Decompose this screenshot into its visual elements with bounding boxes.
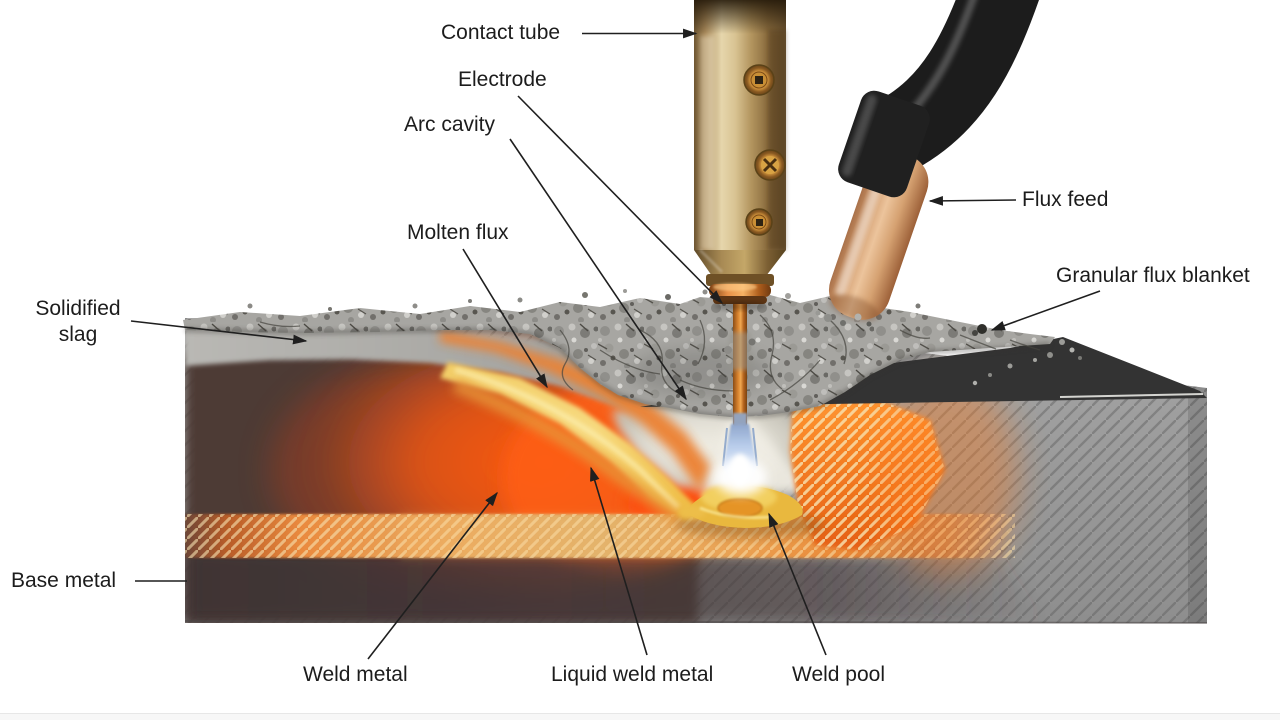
hot-slag-band (440, 330, 710, 492)
label-flux-feed: Flux feed (1022, 188, 1109, 211)
contact-tube-graphic (694, 0, 786, 310)
label-weld-metal: Weld metal (303, 663, 408, 686)
molten-flux-leader (462, 248, 548, 389)
flux-specks-front (815, 310, 872, 327)
torch-screws (743, 64, 786, 236)
weld-pool-leader (768, 512, 827, 656)
flux-feed-tube-graphic (815, 0, 1039, 327)
label-granular-flux-blanket: Granular flux blanket (1056, 264, 1250, 287)
arc-flame (715, 424, 767, 495)
label-molten-flux: Molten flux (407, 221, 509, 244)
granular-flux-leader (990, 290, 1101, 331)
label-solidified-slag: Solidified slag (35, 297, 121, 347)
liquid-weld-metal-leader (590, 466, 648, 656)
weld-metal-leader (367, 491, 498, 660)
electrode-leader (517, 95, 724, 305)
label-base-metal: Base metal (11, 569, 117, 592)
leader-lines (130, 28, 1101, 660)
label-liquid-weld-metal: Liquid weld metal (551, 663, 714, 686)
label-arc-cavity: Arc cavity (404, 113, 496, 136)
label-weld-pool: Weld pool (792, 663, 886, 686)
molten-flux-band (440, 362, 695, 526)
electrode-wire-graphic (724, 294, 756, 426)
arc-cavity-leader (509, 138, 687, 401)
bottom-edge-strip (0, 713, 1280, 720)
solidified-slag-leader (130, 320, 308, 345)
flux-feed-leader (928, 195, 1017, 206)
block-bottom-shadow (185, 548, 1050, 623)
label-electrode: Electrode (458, 68, 547, 91)
label-contact-tube: Contact tube (441, 21, 561, 44)
weld-pool-graphic (675, 483, 825, 538)
block-right-shade (1188, 318, 1207, 623)
crater-wall (790, 375, 1018, 575)
